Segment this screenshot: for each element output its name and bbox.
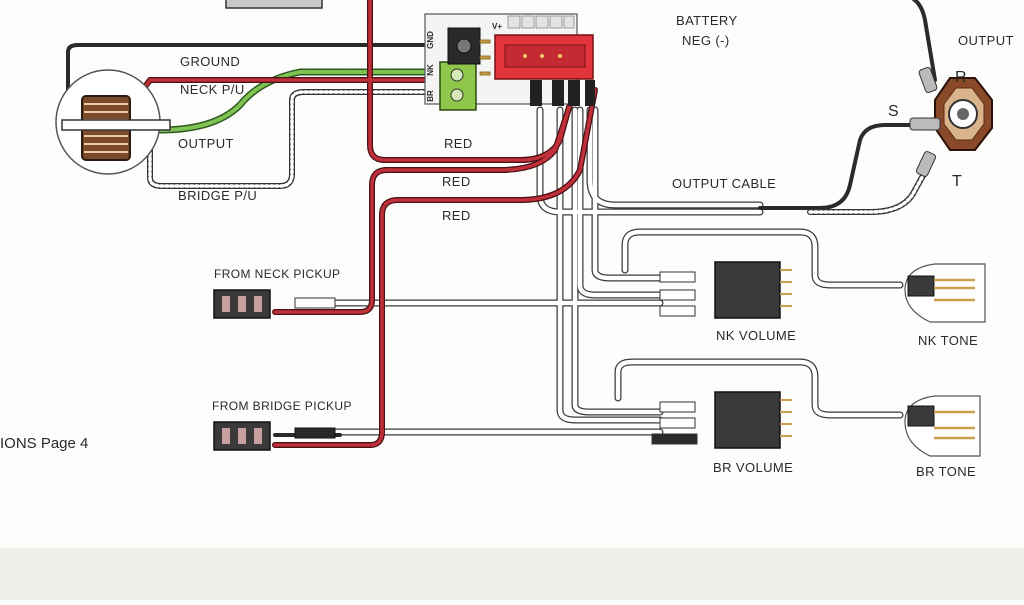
module-br-label: BR	[426, 90, 435, 102]
diagram-labels: GROUND NECK P/U OUTPUT BRIDGE P/U RED RE…	[0, 13, 1014, 479]
nk-tone-label: NK TONE	[918, 333, 978, 348]
output-right-label: OUTPUT	[958, 33, 1014, 48]
page-edge	[0, 548, 1024, 600]
ground-label: GROUND	[180, 54, 240, 69]
top-plate	[225, 0, 323, 9]
red-label-2: RED	[442, 174, 471, 189]
preamp-module: V+ GND NK BR	[424, 13, 595, 111]
output-cable-label: OUTPUT CABLE	[672, 176, 776, 191]
module-vplus-label: V+	[492, 22, 502, 31]
output-left-label: OUTPUT	[178, 136, 234, 151]
jack-r-label: R	[955, 69, 967, 86]
neg-label: NEG (-)	[682, 33, 730, 48]
battery-label: BATTERY	[676, 13, 738, 28]
jack-s-label: S	[888, 103, 899, 120]
br-volume-pot	[651, 391, 792, 449]
br-volume-label: BR VOLUME	[713, 460, 793, 475]
red-label-1: RED	[444, 136, 473, 151]
from-neck-label: FROM NECK PICKUP	[214, 267, 340, 281]
neck-pickup-connector	[213, 289, 336, 319]
white-cables	[296, 106, 904, 436]
from-bridge-label: FROM BRIDGE PICKUP	[212, 399, 352, 413]
nk-tone-pot	[904, 263, 986, 323]
dotted-wires	[147, 89, 928, 215]
red-label-3: RED	[442, 208, 471, 223]
br-tone-pot	[904, 395, 981, 457]
bridge-pu-label: BRIDGE P/U	[178, 188, 257, 203]
br-tone-label: BR TONE	[916, 464, 976, 479]
jack-t-label: T	[952, 173, 962, 190]
pickup-assembly	[55, 69, 171, 175]
module-gnd-label: GND	[426, 31, 435, 49]
output-jack	[909, 67, 993, 177]
bridge-pickup-connector	[213, 421, 336, 451]
nk-volume-label: NK VOLUME	[716, 328, 796, 343]
page-label: IONS Page 4	[0, 435, 88, 452]
neck-pu-label: NECK P/U	[180, 82, 245, 97]
green-wire	[156, 68, 434, 134]
nk-volume-pot	[659, 261, 792, 319]
module-nk-label: NK	[426, 64, 435, 76]
